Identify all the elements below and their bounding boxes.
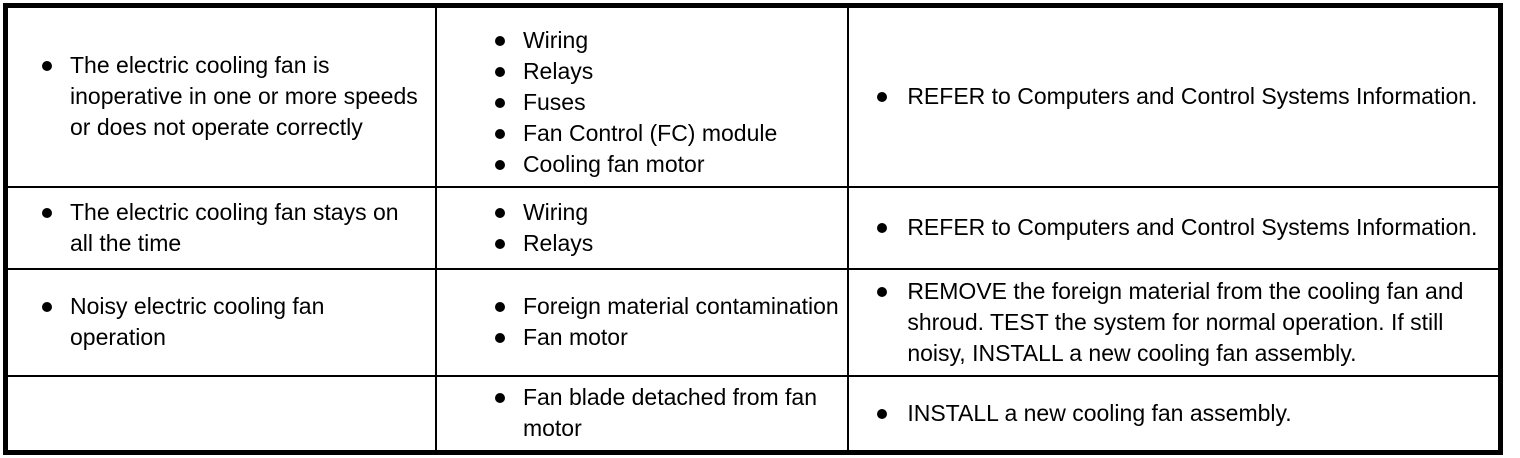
action-content: REMOVE the foreign material from the coo… <box>849 276 1498 369</box>
symptom-content: Noisy electric cooling fan operation <box>8 291 435 353</box>
bullet-icon <box>877 92 888 103</box>
cause-cell: Wiring Relays Fuses <box>434 4 850 188</box>
cause-cell: Foreign material contamination Fan motor <box>434 267 850 377</box>
list-item-label: Fan motor <box>522 324 628 350</box>
bullet-icon <box>494 160 505 171</box>
list-item-label: Fan Control (FC) module <box>522 120 778 147</box>
symptom-cell: Noisy electric cooling fan operation <box>4 267 437 377</box>
action-cell: REMOVE the foreign material from the coo… <box>847 267 1502 377</box>
table-row: Fan blade detached from fan motor INSTAL… <box>4 374 1502 454</box>
list-item: Fan motor <box>494 322 839 353</box>
table-body: The electric cooling fan is inoperative … <box>4 4 1502 454</box>
cause-list: Fan blade detached from fan motor <box>494 382 839 444</box>
list-item: Wiring <box>494 197 839 228</box>
action-list: REMOVE the foreign material from the coo… <box>877 276 1484 369</box>
cause-content: Wiring Relays <box>437 197 847 259</box>
cause-cell: Wiring Relays <box>434 185 850 270</box>
list-item: Relays <box>494 228 839 259</box>
symptom-cell: The electric cooling fan stays on all th… <box>4 185 437 270</box>
list-item-label: The electric cooling fan stays on all th… <box>70 198 399 256</box>
bullet-icon <box>494 129 505 140</box>
action-content: INSTALL a new cooling fan assembly. <box>849 398 1498 429</box>
symptom-cell-empty <box>4 374 437 454</box>
list-item-label: INSTALL a new cooling fan assembly. <box>907 399 1292 426</box>
list-item: INSTALL a new cooling fan assembly. <box>877 398 1484 429</box>
bullet-icon <box>42 61 52 72</box>
cause-list: Wiring Relays Fuses <box>494 25 839 180</box>
table-row: The electric cooling fan is inoperative … <box>4 4 1502 188</box>
list-item-label: Relays <box>522 229 594 256</box>
list-item: Fan blade detached from fan motor <box>494 382 839 444</box>
symptom-list: The electric cooling fan is inoperative … <box>42 50 425 143</box>
bullet-icon <box>42 207 52 218</box>
bullet-icon <box>494 333 505 343</box>
list-item-label: Fuses <box>522 89 586 116</box>
list-item: Foreign material contamination <box>494 291 839 322</box>
bullet-icon <box>877 223 888 233</box>
bullet-icon <box>42 302 52 312</box>
action-list: REFER to Computers and Control Systems I… <box>877 81 1484 112</box>
action-cell: REFER to Computers and Control Systems I… <box>847 4 1502 188</box>
bullet-icon <box>877 286 888 297</box>
symptom-list: The electric cooling fan stays on all th… <box>42 197 425 259</box>
bullet-icon <box>494 36 505 47</box>
symptom-cell: The electric cooling fan is inoperative … <box>4 4 437 188</box>
cause-cell: Fan blade detached from fan motor <box>434 374 850 454</box>
list-item: Fuses <box>494 87 839 118</box>
action-cell: REFER to Computers and Control Systems I… <box>847 185 1502 270</box>
list-item: Relays <box>494 56 839 87</box>
list-item: Noisy electric cooling fan operation <box>42 291 425 353</box>
list-item-label: The electric cooling fan is inoperative … <box>70 52 418 141</box>
action-content: REFER to Computers and Control Systems I… <box>849 212 1498 243</box>
list-item: REFER to Computers and Control Systems I… <box>877 212 1484 243</box>
action-list: INSTALL a new cooling fan assembly. <box>877 398 1484 429</box>
symptom-cause-action-table: The electric cooling fan is inoperative … <box>3 3 1503 455</box>
list-item-label: Wiring <box>522 27 589 54</box>
list-item: REMOVE the foreign material from the coo… <box>877 276 1484 369</box>
bullet-icon <box>494 207 505 218</box>
bullet-icon <box>494 302 505 312</box>
table-row: The electric cooling fan stays on all th… <box>4 185 1502 270</box>
bullet-icon <box>877 408 888 419</box>
action-cell: INSTALL a new cooling fan assembly. <box>847 374 1502 454</box>
list-item-label: Fan blade detached from fan motor <box>522 384 818 442</box>
list-item-label: Foreign material contamination <box>522 293 839 319</box>
symptom-content: The electric cooling fan stays on all th… <box>8 197 435 259</box>
cause-content: Fan blade detached from fan motor <box>437 382 847 444</box>
bullet-icon <box>494 98 505 109</box>
list-item: REFER to Computers and Control Systems I… <box>877 81 1484 112</box>
list-item: The electric cooling fan stays on all th… <box>42 197 425 259</box>
symptom-list: Noisy electric cooling fan operation <box>42 291 425 353</box>
action-list: REFER to Computers and Control Systems I… <box>877 212 1484 243</box>
bullet-icon <box>494 238 505 249</box>
list-item-label: REFER to Computers and Control Systems I… <box>907 214 1478 240</box>
list-item-label: REMOVE the foreign material from the coo… <box>907 277 1464 366</box>
list-item: Fan Control (FC) module <box>494 118 839 149</box>
cause-content: Wiring Relays Fuses <box>437 13 847 180</box>
list-item: Wiring <box>494 25 839 56</box>
cause-list: Foreign material contamination Fan motor <box>494 291 839 353</box>
list-item: Cooling fan motor <box>494 149 839 180</box>
bullet-icon <box>494 393 505 404</box>
bullet-icon <box>494 67 505 78</box>
cause-content: Foreign material contamination Fan motor <box>437 291 847 353</box>
cause-list: Wiring Relays <box>494 197 839 259</box>
list-item: The electric cooling fan is inoperative … <box>42 50 425 143</box>
list-item-label: Noisy electric cooling fan operation <box>70 293 325 350</box>
action-content: REFER to Computers and Control Systems I… <box>849 81 1498 112</box>
list-item-label: Relays <box>522 58 594 85</box>
table-row: Noisy electric cooling fan operation For… <box>4 267 1502 377</box>
list-item-label: REFER to Computers and Control Systems I… <box>907 83 1478 110</box>
list-item-label: Wiring <box>522 198 589 225</box>
list-item-label: Cooling fan motor <box>522 151 705 178</box>
symptom-content: The electric cooling fan is inoperative … <box>8 50 435 143</box>
